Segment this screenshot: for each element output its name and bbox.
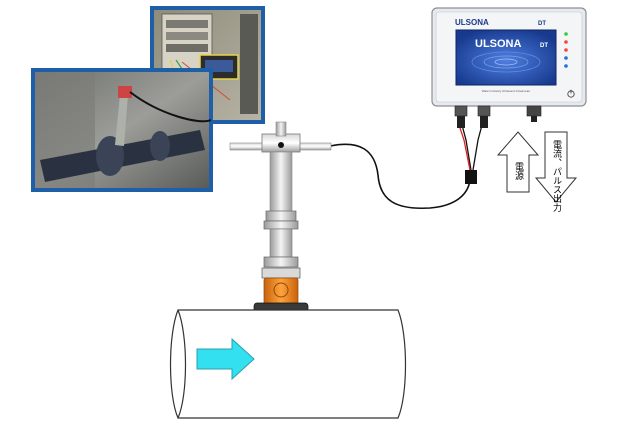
photo-collage	[33, 8, 263, 190]
signal-cable	[330, 144, 470, 208]
status-indicator-light	[564, 56, 568, 60]
red-wire	[459, 125, 470, 170]
screen-logo-sub: DT	[540, 43, 548, 49]
status-indicator-light	[564, 48, 568, 52]
power-input-arrow: 電源	[498, 132, 538, 192]
status-indicator-light	[564, 64, 568, 68]
device-brand: ULSONA	[455, 18, 489, 27]
ulsona-flowmeter[interactable]: ULSONA DT ULSONA DT Water Industry Ultra…	[432, 8, 586, 106]
device-subtitle: Water Industry Ultrasonic Flowmeter	[482, 89, 530, 93]
cable-junction	[465, 170, 477, 184]
status-indicator-light	[564, 40, 568, 44]
status-indicator-light	[564, 32, 568, 36]
screen-logo: ULSONA	[475, 38, 522, 50]
installation-photo-pipe	[33, 70, 211, 190]
device-model: DT	[538, 21, 546, 27]
signal-output-label: 電流、パルス出力	[551, 140, 562, 213]
insertion-probe	[230, 122, 331, 267]
device-connectors	[455, 106, 541, 128]
signal-output-arrow: 電流、パルス出力	[536, 132, 576, 213]
power-input-label: 電源	[513, 162, 524, 181]
